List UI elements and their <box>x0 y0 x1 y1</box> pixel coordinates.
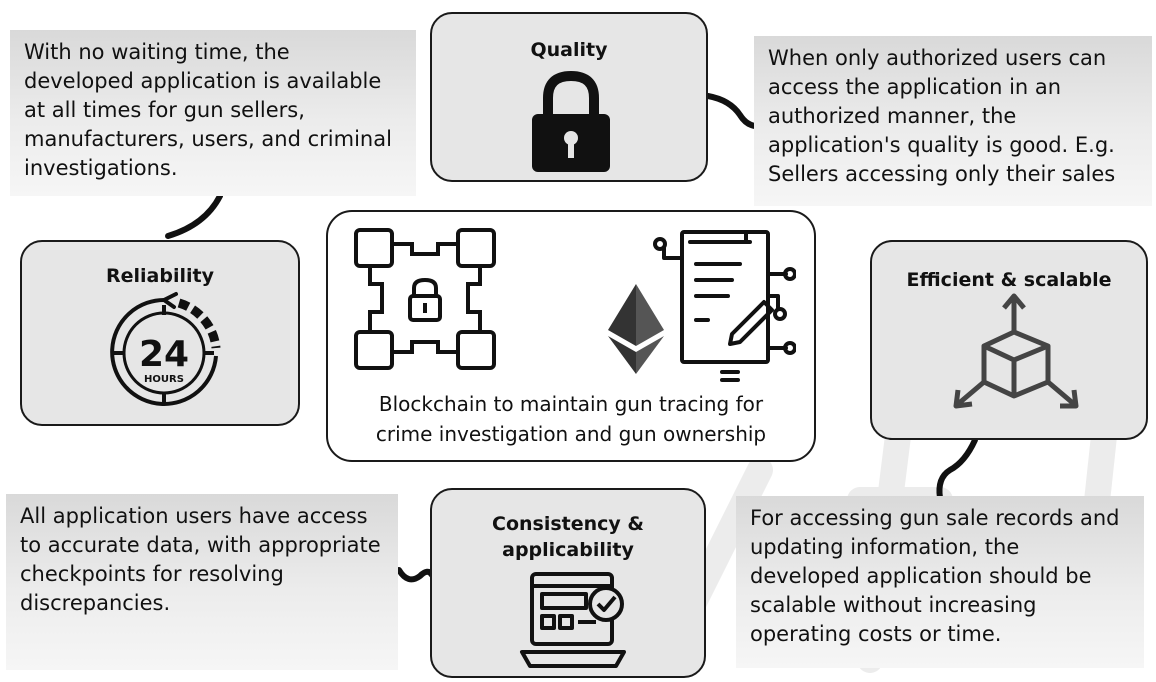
efficient-scalable-card: Efficient & scalable <box>870 240 1148 440</box>
blockchain-lock-icon <box>350 224 500 374</box>
consistency-title-line2: applicability <box>502 539 634 561</box>
blockchain-center-box: Blockchain to maintain gun tracing for c… <box>326 210 816 462</box>
reliability-card: Reliability 24 HOURS <box>20 240 300 426</box>
center-caption-line1: Blockchain to maintain gun tracing for <box>378 392 764 416</box>
consistency-description-text: All application users have access to acc… <box>20 504 381 615</box>
quality-title: Quality <box>530 39 608 61</box>
reliability-description-text: With no waiting time, the developed appl… <box>24 40 392 180</box>
clock-number: 24 <box>139 334 189 375</box>
scalability-description-note: For accessing gun sale records and updat… <box>736 496 1144 668</box>
laptop-checkmark-icon <box>516 568 636 672</box>
clock-24-hours-icon: 24 HOURS <box>104 290 224 414</box>
center-caption-line2: crime investigation and gun ownership <box>375 422 767 446</box>
ethereum-icon <box>608 284 664 374</box>
scalability-description-text: For accessing gun sale records and updat… <box>750 506 1120 646</box>
cube-arrows-icon <box>944 286 1084 426</box>
quality-description-note: When only authorized users can access th… <box>754 36 1152 206</box>
efficient-scalable-title: Efficient & scalable <box>906 269 1112 291</box>
smart-contract-document-icon <box>646 222 796 390</box>
quality-card: Quality <box>430 12 708 182</box>
reliability-title: Reliability <box>106 265 214 287</box>
reliability-description-note: With no waiting time, the developed appl… <box>10 30 416 196</box>
clock-unit: HOURS <box>144 374 184 385</box>
padlock-icon <box>526 68 616 176</box>
quality-description-text: When only authorized users can access th… <box>768 46 1116 186</box>
consistency-title-line1: Consistency & <box>492 513 644 535</box>
consistency-card: Consistency & applicability <box>430 488 706 678</box>
consistency-description-note: All application users have access to acc… <box>6 494 398 670</box>
